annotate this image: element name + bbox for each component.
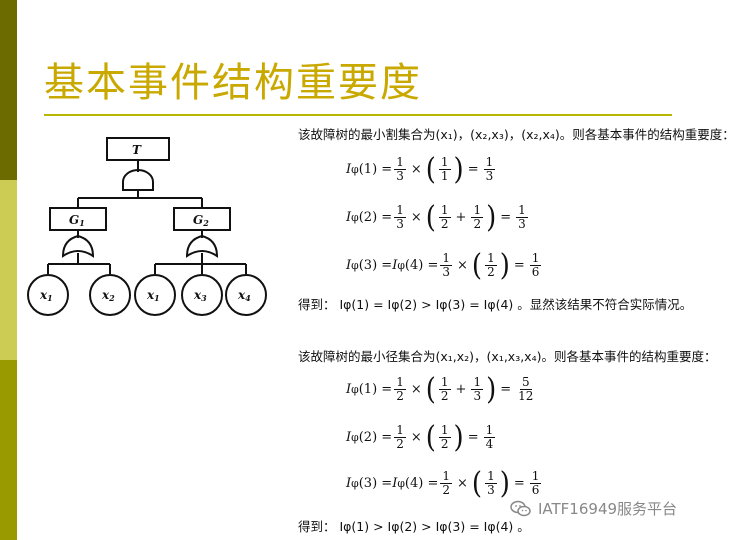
side-bar-top [0, 0, 17, 180]
g1-label: G1 [69, 213, 85, 228]
watermark-text: IATF16949服务平台 [538, 500, 678, 518]
leaf-label: x4 [237, 288, 251, 303]
or-gate-1-icon [61, 234, 95, 258]
or-gate-2-icon [185, 234, 219, 258]
leaf-label: x1 [39, 288, 53, 303]
slide-title: 基本事件结构重要度 [44, 60, 422, 106]
fault-tree-diagram: T G1 G2 x1 x2 x1 x3 x4 [27, 137, 267, 316]
top-event-label: T [132, 143, 142, 157]
leaf-label: x1 [146, 288, 160, 303]
side-bar-bottom [0, 360, 17, 540]
section2-result: 得到： Iφ(1) > Iφ(2) > Iφ(3) = Iφ(4) 。 [298, 519, 530, 534]
leaf-label: x3 [193, 288, 207, 303]
section1-intro: 该故障树的最小割集合为(x₁)，(x₂,x₃)，(x₂,x₄)。则各基本事件的结… [298, 127, 735, 142]
side-bar-middle [0, 180, 17, 360]
g2-label: G2 [193, 213, 209, 228]
section1-result: 得到： Iφ(1) = Iφ(2) > Iφ(3) = Iφ(4) 。显然该结果… [298, 297, 693, 312]
watermark: IATF16949服务平台 [510, 498, 677, 519]
title-rule [44, 114, 672, 116]
leaf-label: x2 [101, 288, 115, 303]
section2-intro: 该故障树的最小径集合为(x₁,x₂)，(x₁,x₃,x₄)。则各基本事件的结构重… [298, 349, 717, 364]
wechat-icon [510, 500, 531, 516]
and-gate-icon [122, 169, 154, 191]
